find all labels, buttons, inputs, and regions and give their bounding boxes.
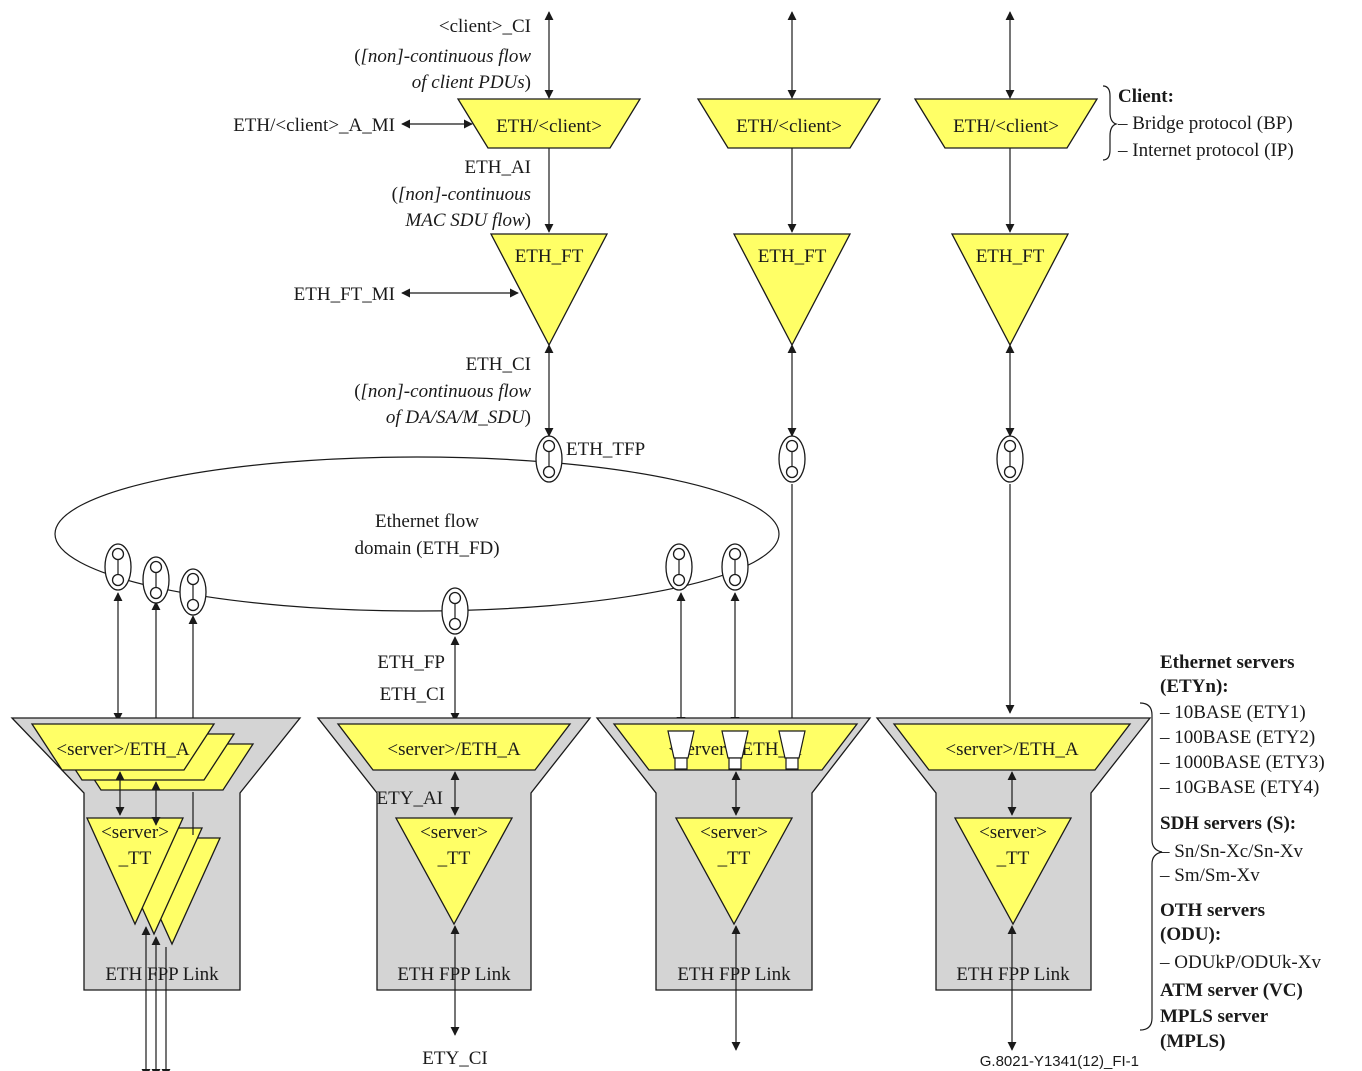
tt-label-1a: <server> [101, 822, 169, 843]
ety-ci-label: ETY_CI [422, 1048, 487, 1069]
interface-labels: <client>_CI ([non]-continuous flow of cl… [233, 16, 645, 460]
eth-client-adaptation-1 [456, 98, 642, 149]
client-item-bp: – Bridge protocol (BP) [1117, 113, 1293, 134]
ety-ai-label: ETY_AI [377, 788, 443, 809]
adapt-label-3: ETH/<client> [953, 116, 1059, 137]
flow-lines [401, 11, 1015, 731]
server-tt-2 [394, 817, 514, 926]
eth-ci-lower-label: ETH_CI [380, 684, 445, 705]
oth-servers-heading-1: OTH servers [1160, 900, 1265, 921]
eth-ft-3 [950, 233, 1070, 347]
client-ci-label: <client>_CI [439, 16, 531, 37]
eth-server-item-2: – 100BASE (ETY2) [1159, 727, 1315, 748]
eth-ai-desc-2: MAC SDU flow) [404, 210, 531, 231]
tfp-point-2 [778, 435, 806, 483]
tfp-point-3 [996, 435, 1024, 483]
server-legend: Ethernet servers (ETYn): – 10BASE (ETY1)… [1139, 652, 1325, 1052]
adapt-label-1: ETH/<client> [496, 116, 602, 137]
ft-label-1: ETH_FT [515, 246, 584, 267]
oth-server-item-1: – ODUkP/ODUk-Xv [1159, 952, 1321, 973]
flow-domain-label-1: Ethernet flow [375, 511, 479, 532]
eth-ci-label: ETH_CI [466, 354, 531, 375]
atm-server-heading: ATM server (VC) [1160, 980, 1303, 1001]
ft-label-3: ETH_FT [976, 246, 1045, 267]
eth-ft-2 [732, 233, 852, 347]
server-brace [1139, 702, 1163, 1031]
eth-servers-heading-2: (ETYn): [1160, 676, 1229, 697]
link-label-4: ETH FPP Link [956, 964, 1070, 985]
server-eth-adaptation-4 [892, 723, 1132, 771]
figure-id: G.8021-Y1341(12)_FI-1 [980, 1053, 1139, 1070]
tt-label-1b: _TT [118, 848, 152, 869]
client-mi-label: ETH/<client>_A_MI [233, 115, 395, 136]
server-tt-4 [953, 817, 1073, 926]
mpls-server-heading-1: MPLS server [1160, 1006, 1269, 1027]
fp-point-2 [142, 556, 170, 604]
fp-point-4 [441, 587, 469, 635]
server-adapt-label-4: <server>/ETH_A [945, 739, 1079, 760]
server-eth-adaptation-2 [336, 723, 572, 771]
tt-label-4a: <server> [979, 822, 1047, 843]
eth-ai-label: ETH_AI [465, 157, 531, 178]
eth-ft-1 [489, 233, 609, 347]
client-ci-desc-1: ([non]-continuous flow [354, 46, 531, 67]
ft-label-2: ETH_FT [758, 246, 827, 267]
client-heading: Client: [1118, 86, 1174, 107]
server-adapt-label-2: <server>/ETH_A [387, 739, 521, 760]
eth-server-item-1: – 10BASE (ETY1) [1159, 702, 1306, 723]
fp-point-1 [104, 543, 132, 591]
eth-server-item-3: – 1000BASE (ETY3) [1159, 752, 1325, 773]
tt-label-3a: <server> [700, 822, 768, 843]
fp-point-3 [179, 568, 207, 616]
fp-point-6 [721, 543, 749, 591]
tt-label-4b: _TT [996, 848, 1030, 869]
eth-ft-mi-label: ETH_FT_MI [294, 284, 395, 305]
link-label-2: ETH FPP Link [397, 964, 511, 985]
server-eth-adaptation-1 [30, 723, 216, 771]
client-legend: Client: – Bridge protocol (BP) – Interne… [1102, 85, 1294, 161]
mpls-server-heading-2: (MPLS) [1160, 1031, 1225, 1052]
server-adapt-label-1: <server>/ETH_A [56, 739, 190, 760]
eth-tfp-label: ETH_TFP [566, 439, 645, 460]
sdh-server-item-2: – Sm/Sm-Xv [1159, 865, 1260, 886]
fp-point-5 [665, 543, 693, 591]
sdh-server-item-1: – Sn/Sn-Xc/Sn-Xv [1159, 841, 1304, 862]
eth-client-adaptation-2 [696, 98, 882, 149]
client-ci-desc-2: of client PDUs) [412, 72, 531, 93]
client-brace [1102, 85, 1118, 161]
tt-label-2a: <server> [420, 822, 488, 843]
server-trail-terminations: <server> _TT <server> _TT <server> _TT <… [85, 817, 1073, 946]
client-item-ip: – Internet protocol (IP) [1117, 140, 1294, 161]
flow-domain-label-2: domain (ETH_FD) [354, 538, 499, 559]
eth-fp-label: ETH_FP [377, 652, 445, 673]
eth-client-adaptation-3 [913, 98, 1099, 149]
server-tt-3 [674, 817, 794, 926]
ethernet-flow-domain [54, 456, 780, 612]
lower-labels: ETH_FP ETH_CI ETY_AI ETY_CI ETH FPP Link… [105, 652, 1139, 1070]
server-internal-arrows [115, 771, 1017, 1071]
tfp-point-1 [535, 435, 563, 483]
tt-label-2b: _TT [437, 848, 471, 869]
tt-label-3b: _TT [717, 848, 751, 869]
link-label-3: ETH FPP Link [677, 964, 791, 985]
link-label-1: ETH FPP Link [105, 964, 219, 985]
oth-servers-heading-2: (ODU): [1160, 924, 1221, 945]
eth-servers-heading-1: Ethernet servers [1160, 652, 1295, 673]
client-adaptation-functions: ETH/<client> ETH/<client> ETH/<client> [456, 98, 1099, 149]
eth-ai-desc-1: ([non]-continuous [392, 184, 531, 205]
flow-termination-functions: ETH_FT ETH_FT ETH_FT [489, 233, 1070, 347]
server-tt-1 [85, 817, 185, 926]
sdh-servers-heading: SDH servers (S): [1160, 813, 1296, 834]
eth-ci-desc-2: of DA/SA/M_SDU) [386, 407, 531, 428]
adaptation-ports [667, 730, 806, 770]
adapt-label-2: ETH/<client> [736, 116, 842, 137]
eth-server-item-4: – 10GBASE (ETY4) [1159, 777, 1319, 798]
eth-ci-desc-1: ([non]-continuous flow [354, 381, 531, 402]
